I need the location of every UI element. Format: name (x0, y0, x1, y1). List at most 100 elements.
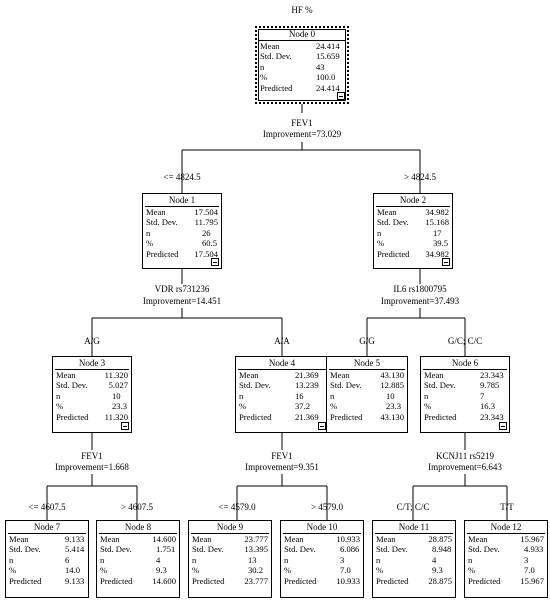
mean-label: Mean (330, 370, 350, 380)
n-value: 17 (433, 227, 442, 238)
std-label: Std. Dev. (100, 544, 132, 555)
split-improvement: Improvement=14.451 (142, 296, 222, 306)
predicted-value: 23.777 (244, 575, 268, 586)
mean-label: Mean (192, 534, 212, 544)
predicted-value: 17.504 (194, 248, 218, 259)
mean-label: Mean (284, 534, 304, 544)
branch-label: G/G (359, 336, 375, 346)
std-label: Std. Dev. (424, 380, 456, 391)
predicted-label: Predicted (377, 248, 410, 259)
n-value: 10 (386, 390, 395, 401)
std-label: Std. Dev. (260, 51, 292, 62)
pct-label: % (468, 565, 476, 576)
predicted-label: Predicted (9, 575, 42, 586)
predicted-value: 15.967 (520, 575, 544, 586)
mean-value: 28.875 (428, 534, 452, 544)
branch-label: > 4824.5 (403, 172, 437, 182)
n-label: n (330, 390, 335, 401)
branch-label: <= 4824.5 (163, 172, 201, 182)
n-label: n (424, 390, 429, 401)
mean-label: Mean (377, 207, 397, 217)
mean-label: Mean (100, 534, 120, 544)
predicted-label: Predicted (330, 411, 363, 422)
pct-label: % (260, 72, 268, 83)
std-label: Std. Dev. (377, 217, 409, 228)
branch-label: G/C; C/C (447, 336, 483, 346)
collapse-icon[interactable] (211, 258, 219, 266)
predicted-value: 43.130 (380, 411, 404, 422)
std-value: 15.168 (425, 217, 449, 228)
std-label: Std. Dev. (56, 380, 88, 391)
node-title: Node 3 (55, 357, 129, 370)
node-title: Node 1 (145, 194, 219, 207)
collapse-icon[interactable] (318, 422, 326, 430)
predicted-value: 23.343 (480, 411, 504, 422)
mean-value: 23.343 (480, 370, 504, 380)
split-variable: KCNJ11 rs5219 (436, 451, 494, 461)
std-label: Std. Dev. (9, 544, 41, 555)
pct-value: 7.0 (340, 565, 351, 576)
pct-value: 100.0 (316, 72, 336, 83)
n-label: n (100, 554, 105, 565)
n-label: n (9, 554, 14, 565)
mean-value: 24.414 (316, 41, 340, 51)
n-label: n (260, 61, 265, 72)
n-value: 26 (202, 227, 211, 238)
pct-label: % (9, 565, 17, 576)
std-label: Std. Dev. (284, 544, 316, 555)
predicted-label: Predicted (192, 575, 225, 586)
n-value: 3 (340, 554, 345, 565)
tree-title: HF % (291, 5, 313, 15)
std-label: Std. Dev. (192, 544, 224, 555)
branch-label: A/A (274, 336, 290, 346)
pct-value: 23.3 (386, 401, 402, 412)
collapse-icon[interactable] (499, 422, 507, 430)
split-improvement: Improvement=9.351 (245, 462, 319, 472)
branch-label: C/T; C/C (396, 502, 430, 512)
pct-value: 14.0 (65, 565, 81, 576)
std-value: 6.086 (340, 544, 360, 555)
mean-label: Mean (468, 534, 488, 544)
mean-label: Mean (424, 370, 444, 380)
split-variable: FEV1 (271, 451, 293, 461)
mean-value: 23.777 (244, 534, 268, 544)
mean-label: Mean (376, 534, 396, 544)
pct-value: 9.3 (156, 565, 167, 576)
split-improvement: Improvement=37.493 (380, 296, 460, 306)
node-title: Node 7 (8, 521, 86, 534)
node-title: Node 11 (375, 521, 453, 534)
node-title: Node 9 (191, 521, 269, 534)
predicted-value: 10.933 (336, 575, 360, 586)
predicted-value: 14.600 (152, 575, 176, 586)
pct-value: 23.3 (112, 401, 128, 412)
n-value: 13 (248, 554, 257, 565)
std-value: 11.795 (194, 217, 218, 228)
std-value: 15.659 (316, 51, 340, 62)
node-title: Node 12 (467, 521, 545, 534)
std-label: Std. Dev. (468, 544, 500, 555)
split-variable: FEV1 (81, 451, 103, 461)
mean-value: 15.967 (520, 534, 544, 544)
predicted-value: 34.982 (425, 248, 449, 259)
split-improvement: Improvement=6.643 (428, 462, 502, 472)
collapse-icon[interactable] (442, 258, 450, 266)
collapse-icon[interactable] (121, 422, 129, 430)
collapse-icon[interactable] (337, 92, 345, 100)
n-label: n (146, 227, 151, 238)
std-label: Std. Dev. (376, 544, 408, 555)
split-variable: IL6 rs1800795 (393, 284, 447, 294)
std-value: 5.027 (108, 380, 128, 391)
